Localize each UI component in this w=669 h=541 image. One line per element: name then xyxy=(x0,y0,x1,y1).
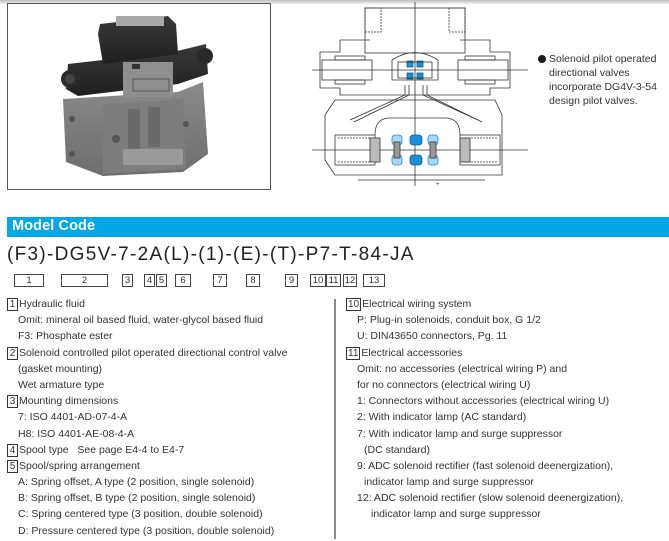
legend-item: P: Plug-in solenoids, conduit box, G 1/2 xyxy=(357,314,541,327)
legend-item: for no connectors (electrical wiring U) xyxy=(357,378,531,391)
legend-number-1: 1 xyxy=(7,298,18,311)
legend-heading-text: Solenoid controlled pilot operated direc… xyxy=(19,346,288,359)
legend-item: C: Spring centered type (3 position, dou… xyxy=(18,508,263,521)
product-photo xyxy=(7,3,271,190)
bullet-icon xyxy=(538,55,546,63)
legend-heading-text: Spool/spring arrangement xyxy=(19,459,140,472)
position-box-3: 3 xyxy=(122,274,133,287)
section-title: Model Code xyxy=(12,218,96,234)
column-divider xyxy=(334,299,336,539)
legend-number-2: 2 xyxy=(7,346,18,360)
legend-item: 2: With indicator lamp (AC standard) xyxy=(357,411,527,424)
legend-item: 12: ADC solenoid rectifier (slow solenoi… xyxy=(357,492,624,505)
legend-item: A: Spring offset, A type (2 position, si… xyxy=(18,476,255,489)
legend-item: U: DIN43650 connectors, Pg. 11 xyxy=(357,330,508,343)
legend-item: B: Spring offset, B type (2 position, si… xyxy=(18,492,256,505)
legend-item: 7: With indicator lamp and surge suppres… xyxy=(357,427,563,440)
model-code-position-boxes: 1 2 3 4 5 6 7 8 9 10 11 12 13 xyxy=(0,274,440,288)
legend-item: F3: Phosphate ester xyxy=(18,330,113,343)
position-box-11: 11 xyxy=(326,274,341,287)
model-code-string: (F3)-DG5V-7-2A(L)-(1)-(E)-(T)-P7-T-84-JA xyxy=(7,244,415,265)
legend-item: (DC standard) xyxy=(364,443,430,456)
legend-heading-text: Hydraulic fluid xyxy=(19,298,85,310)
legend-heading-text: Mounting dimensions xyxy=(19,395,119,408)
position-box-9: 9 xyxy=(285,274,298,287)
legend-item: Omit: no accessories (electrical wiring … xyxy=(357,362,568,375)
position-box-6: 6 xyxy=(175,274,191,287)
position-box-8: 8 xyxy=(246,274,260,287)
legend-item: (gasket mounting) xyxy=(18,362,103,375)
top-band xyxy=(0,0,669,4)
valve-photo-illustration xyxy=(61,16,213,176)
position-box-7: 7 xyxy=(213,274,227,287)
position-box-10: 10 xyxy=(310,274,326,287)
legend-heading-text: Electrical accessories xyxy=(361,346,463,359)
position-box-5: 5 xyxy=(156,274,167,287)
legend-item: D: Pressure centered type (3 position, d… xyxy=(18,524,275,537)
legend-number-3: 3 xyxy=(7,395,18,409)
position-box-2: 2 xyxy=(61,274,108,287)
legend-item: indicator lamp and surge suppressor xyxy=(371,508,541,521)
position-box-4: 4 xyxy=(144,274,155,287)
legend-heading-text: Spool type See page E4-4 to E4-7 xyxy=(19,443,185,456)
feature-note: Solenoid pilot operated directional valv… xyxy=(538,52,669,108)
position-box-1: 1 xyxy=(14,274,44,287)
legend-number-10: 10 xyxy=(346,298,362,311)
legend-item: Wet armature type xyxy=(18,378,105,391)
legend-item: 7: ISO 4401-AD-07-4-A xyxy=(18,411,128,424)
legend-number-5: 5 xyxy=(7,459,18,473)
legend-heading-text: Electrical wiring system xyxy=(362,298,472,310)
legend-item: 1: Connectors without accessories (elect… xyxy=(357,395,610,408)
legend-item: indicator lamp and surge suppressor xyxy=(364,476,534,489)
legend-item: Omit: mineral oil based fluid, water-gly… xyxy=(18,314,264,327)
position-box-12: 12 xyxy=(343,274,357,287)
position-box-13: 13 xyxy=(363,274,385,287)
legend-number-11: 11 xyxy=(346,346,361,360)
cross-section-diagram: + xyxy=(310,0,530,190)
feature-note-text: Solenoid pilot operated directional valv… xyxy=(549,53,657,107)
svg-text:+: + xyxy=(436,182,440,188)
legend-item: 9: ADC solenoid rectifier (fast solenoid… xyxy=(357,459,614,472)
legend-number-4: 4 xyxy=(7,443,18,457)
legend-item: H8: ISO 4401-AE-08-4-A xyxy=(18,427,135,440)
section-header: Model Code xyxy=(7,217,669,237)
